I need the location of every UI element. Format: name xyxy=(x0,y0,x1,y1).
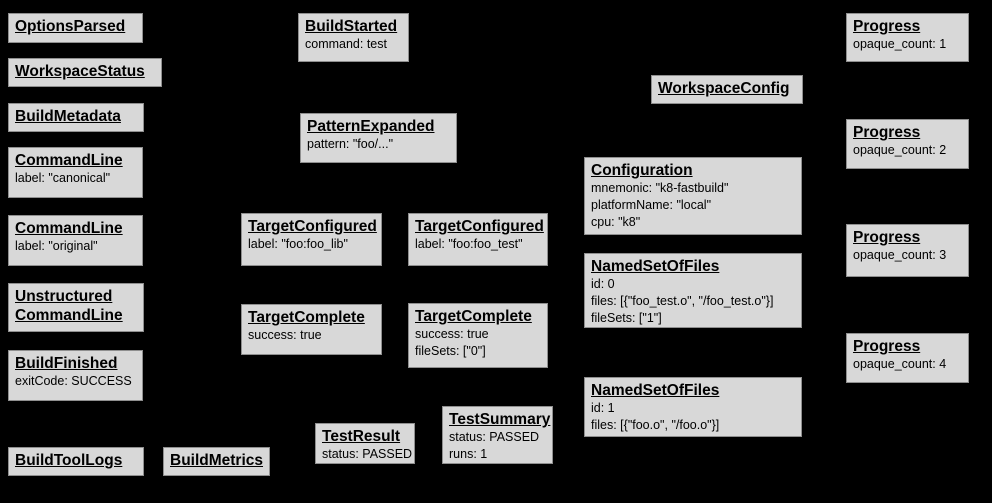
node-named-set-of-files-0: NamedSetOfFiles id: 0 files: [{"foo_test… xyxy=(584,253,802,328)
node-title: OptionsParsed xyxy=(15,18,126,35)
node-title: BuildToolLogs xyxy=(15,452,123,469)
node-title: BuildMetrics xyxy=(170,452,264,469)
node-field: label: "canonical" xyxy=(15,171,111,185)
node-pattern-expanded: PatternExpanded pattern: "foo/..." xyxy=(300,113,457,163)
node-field: label: "original" xyxy=(15,239,98,253)
node-target-configured-foo-test: TargetConfigured label: "foo:foo_test" xyxy=(408,213,548,266)
node-title: BuildStarted xyxy=(305,18,398,35)
node-field: platformName: "local" xyxy=(591,198,712,212)
node-title: TargetComplete xyxy=(248,309,365,326)
node-field: opaque_count: 1 xyxy=(853,37,947,51)
node-title: Progress xyxy=(853,338,921,355)
node-title: NamedSetOfFiles xyxy=(591,258,720,275)
node-target-complete-foo-test: TargetComplete success: true fileSets: [… xyxy=(408,303,548,368)
node-build-metrics: BuildMetrics xyxy=(163,447,270,476)
node-unstructured-command-line: Unstructured CommandLine xyxy=(8,283,144,332)
node-title: TargetConfigured xyxy=(415,218,544,235)
node-title: BuildMetadata xyxy=(15,108,121,125)
node-named-set-of-files-1: NamedSetOfFiles id: 1 files: [{"foo.o", … xyxy=(584,377,802,437)
node-title: NamedSetOfFiles xyxy=(591,382,720,399)
node-title: TargetConfigured xyxy=(248,218,377,235)
node-field: files: [{"foo_test.o", "/foo_test.o"}] xyxy=(591,294,774,308)
node-test-summary: TestSummary status: PASSED runs: 1 xyxy=(442,406,553,464)
node-progress-4: Progress opaque_count: 4 xyxy=(846,333,969,383)
node-field: cpu: "k8" xyxy=(591,215,641,229)
node-title: Progress xyxy=(853,18,921,35)
node-title: Progress xyxy=(853,124,921,141)
node-field: label: "foo:foo_lib" xyxy=(248,237,348,251)
node-field: opaque_count: 2 xyxy=(853,143,947,157)
node-field: id: 0 xyxy=(591,277,615,291)
node-field: files: [{"foo.o", "/foo.o"}] xyxy=(591,418,720,432)
node-build-started: BuildStarted command: test xyxy=(298,13,409,62)
node-title: TestSummary xyxy=(449,411,551,428)
node-field: label: "foo:foo_test" xyxy=(415,237,523,251)
node-command-line-canonical: CommandLine label: "canonical" xyxy=(8,147,143,198)
node-build-tool-logs: BuildToolLogs xyxy=(8,447,144,476)
node-title: WorkspaceConfig xyxy=(658,80,790,97)
node-field: id: 1 xyxy=(591,401,615,415)
node-progress-3: Progress opaque_count: 3 xyxy=(846,224,969,277)
node-field: runs: 1 xyxy=(449,447,488,461)
node-title: BuildFinished xyxy=(15,355,118,372)
node-command-line-original: CommandLine label: "original" xyxy=(8,215,143,266)
node-field: status: PASSED xyxy=(449,430,540,444)
node-workspace-config: WorkspaceConfig xyxy=(651,75,803,104)
node-progress-1: Progress opaque_count: 1 xyxy=(846,13,969,62)
node-test-result: TestResult status: PASSED xyxy=(315,423,415,464)
node-field: success: true xyxy=(415,327,489,341)
node-workspace-status: WorkspaceStatus xyxy=(8,58,162,87)
node-field: fileSets: ["0"] xyxy=(415,344,486,358)
node-title: Unstructured xyxy=(15,288,113,305)
node-build-metadata: BuildMetadata xyxy=(8,103,144,132)
node-field: exitCode: SUCCESS xyxy=(15,374,132,388)
node-options-parsed: OptionsParsed xyxy=(8,13,143,43)
node-field: pattern: "foo/..." xyxy=(307,137,394,151)
node-title: Configuration xyxy=(591,162,693,179)
node-field: mnemonic: "k8-fastbuild" xyxy=(591,181,729,195)
node-build-finished: BuildFinished exitCode: SUCCESS xyxy=(8,350,143,401)
node-configuration: Configuration mnemonic: "k8-fastbuild" p… xyxy=(584,157,802,235)
node-field: status: PASSED xyxy=(322,447,413,461)
node-title: Progress xyxy=(853,229,921,246)
node-title: PatternExpanded xyxy=(307,118,435,135)
node-title-line2: CommandLine xyxy=(15,307,123,324)
node-title: TestResult xyxy=(322,428,401,445)
node-progress-2: Progress opaque_count: 2 xyxy=(846,119,969,169)
node-field: fileSets: ["1"] xyxy=(591,311,662,325)
node-target-configured-foo-lib: TargetConfigured label: "foo:foo_lib" xyxy=(241,213,382,266)
node-field: opaque_count: 4 xyxy=(853,357,947,371)
node-field: success: true xyxy=(248,328,322,342)
node-field: command: test xyxy=(305,37,387,51)
node-title: CommandLine xyxy=(15,152,123,169)
node-title: CommandLine xyxy=(15,220,123,237)
node-field: opaque_count: 3 xyxy=(853,248,947,262)
node-title: TargetComplete xyxy=(415,308,532,325)
node-target-complete-foo-lib: TargetComplete success: true xyxy=(241,304,382,355)
node-title: WorkspaceStatus xyxy=(15,63,145,80)
